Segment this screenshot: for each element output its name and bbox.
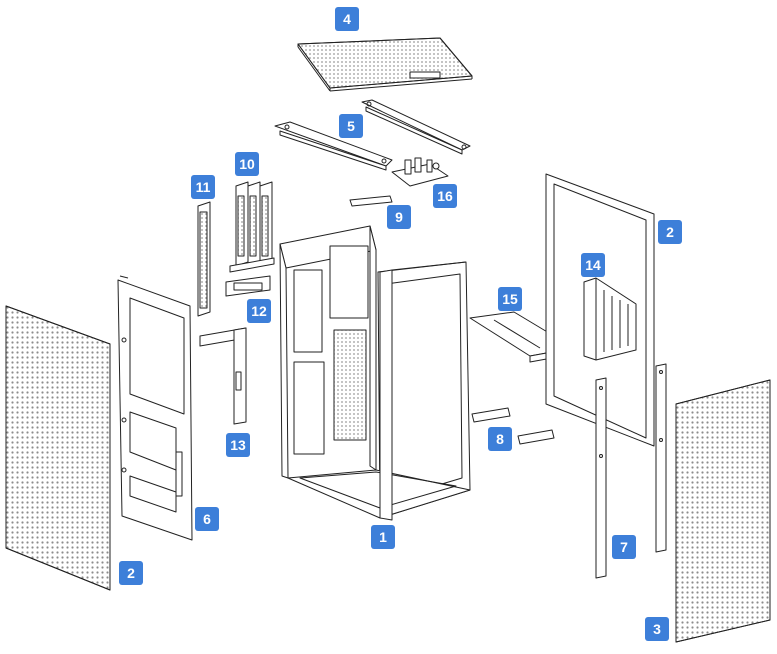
callout-15: 15: [498, 287, 522, 311]
io-board: [392, 158, 448, 186]
pcie-brackets: [230, 182, 274, 272]
right-mesh-panel: [676, 380, 770, 642]
callout-1: 1: [371, 525, 395, 549]
bracket-plate: [226, 276, 270, 296]
left-side-frame: [118, 276, 192, 540]
bars-8: [472, 408, 554, 444]
callout-16: 16: [433, 184, 457, 208]
callout-2-left: 2: [119, 561, 143, 585]
callout-9: 9: [387, 205, 411, 229]
bar-9: [350, 196, 392, 206]
callout-5: 5: [339, 114, 363, 138]
callout-8: 8: [488, 427, 512, 451]
callout-12: 12: [247, 299, 271, 323]
callout-4: 4: [335, 7, 359, 31]
callout-7: 7: [612, 535, 636, 559]
callout-11: 11: [191, 175, 215, 199]
callout-14: 14: [581, 253, 605, 277]
left-mesh-panel: [6, 306, 110, 590]
callout-13: 13: [226, 433, 250, 457]
top-mesh-panel: [298, 38, 472, 91]
callout-3: 3: [645, 617, 669, 641]
main-chassis: [280, 226, 470, 520]
slot-bracket: [198, 202, 210, 316]
callout-2-right: 2: [658, 220, 682, 244]
callout-10: 10: [235, 152, 259, 176]
top-rails: [275, 100, 470, 170]
callout-6: 6: [195, 507, 219, 531]
mount-bracket: [200, 328, 246, 424]
